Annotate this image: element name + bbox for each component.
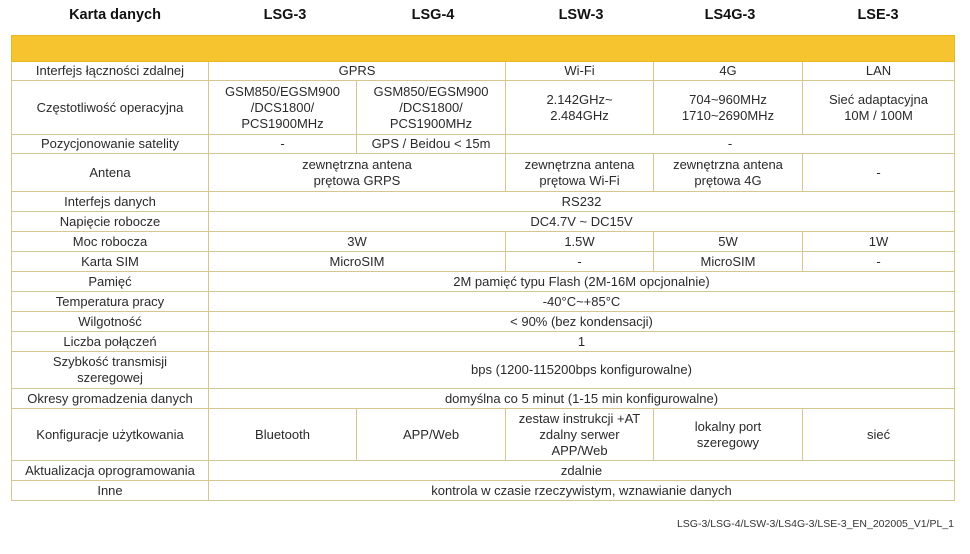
cell: MicroSIM — [653, 251, 803, 272]
cell: 4G — [653, 61, 803, 81]
row-label: Szybkość transmisji szeregowej — [11, 351, 209, 389]
cell: - — [801, 153, 956, 192]
cell: GSM850/EGSM900 /DCS1800/ PCS1900MHz — [356, 80, 506, 135]
table-row: Pozycjonowanie satelity - GPS / Beidou <… — [11, 134, 956, 154]
cell: - — [504, 134, 956, 154]
cell: Wi-Fi — [505, 61, 654, 81]
cell: 2.142GHz~ 2.484GHz — [505, 80, 654, 135]
cell: GSM850/EGSM900 /DCS1800/ PCS1900MHz — [208, 80, 357, 135]
cell: 5W — [653, 231, 803, 252]
cell: 1.5W — [505, 231, 654, 252]
row-label: Interfejs danych — [11, 191, 209, 212]
row-label: Liczba połączeń — [11, 331, 209, 352]
table-row: Wilgotność < 90% (bez kondensacji) — [11, 311, 956, 332]
row-label: Częstotliwość operacyjna — [11, 80, 209, 135]
table-row: Szybkość transmisji szeregowej bps (1200… — [11, 351, 956, 389]
table-row: Temperatura pracy -40°C~+85°C — [11, 291, 956, 312]
row-label: Okresy gromadzenia danych — [11, 388, 209, 409]
cell: DC4.7V ~ DC15V — [207, 211, 956, 232]
table-row: Okresy gromadzenia danych domyślna co 5 … — [11, 388, 956, 409]
cell: zewnętrzna antena prętowa 4G — [653, 153, 803, 192]
cell: GPRS — [208, 61, 506, 81]
cell: MicroSIM — [208, 251, 506, 272]
header-row: Karta danych LSG-3 LSG-4 LSW-3 LS4G-3 LS… — [0, 0, 970, 32]
table-row: Interfejs łączności zdalnej GPRS Wi-Fi 4… — [11, 61, 956, 81]
cell: domyślna co 5 minut (1-15 min konfigurow… — [207, 388, 956, 409]
table-row: Karta SIM MicroSIM - MicroSIM - — [11, 251, 956, 272]
header-lsg3: LSG-3 — [263, 7, 307, 23]
document-footer-code: LSG-3/LSG-4/LSW-3/LS4G-3/LSE-3_EN_202005… — [676, 518, 954, 530]
header-karta-danych: Karta danych — [69, 7, 161, 23]
row-label: Temperatura pracy — [11, 291, 209, 312]
table-row: Liczba połączeń 1 — [11, 331, 956, 352]
cell: lokalny port szeregowy — [653, 408, 803, 461]
cell: GPS / Beidou < 15m — [356, 134, 506, 154]
cell: kontrola w czasie rzeczywistym, wznawian… — [207, 480, 956, 501]
cell: -40°C~+85°C — [207, 291, 956, 312]
cell: zewnętrzna antena prętowa GRPS — [208, 153, 506, 192]
header-lsg4: LSG-4 — [411, 7, 455, 23]
table-row: Inne kontrola w czasie rzeczywistym, wzn… — [11, 480, 956, 501]
row-label: Inne — [11, 480, 209, 501]
cell: zdalnie — [207, 460, 956, 481]
cell: 3W — [208, 231, 506, 252]
cell: LAN — [801, 61, 956, 81]
cell: Sieć adaptacyjna 10M / 100M — [801, 80, 956, 135]
cell: bps (1200-115200bps konfigurowalne) — [207, 351, 956, 389]
row-label: Antena — [11, 153, 209, 192]
row-label: Interfejs łączności zdalnej — [11, 61, 209, 81]
row-label: Aktualizacja oprogramowania — [11, 460, 209, 481]
table-row: Aktualizacja oprogramowania zdalnie — [11, 460, 956, 481]
row-label: Karta SIM — [11, 251, 209, 272]
table-row: Pamięć 2M pamięć typu Flash (2M-16M opcj… — [11, 271, 956, 292]
table-row: Częstotliwość operacyjna GSM850/EGSM900 … — [11, 80, 956, 135]
cell: - — [801, 251, 956, 272]
row-label: Moc robocza — [11, 231, 209, 252]
table-row: Moc robocza 3W 1.5W 5W 1W — [11, 231, 956, 252]
cell: < 90% (bez kondensacji) — [207, 311, 956, 332]
cell: Bluetooth — [208, 408, 357, 461]
cell: - — [208, 134, 357, 154]
cell: RS232 — [207, 191, 956, 212]
cell: zestaw instrukcji +AT zdalny serwer APP/… — [505, 408, 654, 461]
table-row: Napięcie robocze DC4.7V ~ DC15V — [11, 211, 956, 232]
header-lsw3: LSW-3 — [558, 7, 604, 23]
spec-table: Interfejs łączności zdalnej GPRS Wi-Fi 4… — [10, 35, 956, 501]
header-ls4g3: LS4G-3 — [704, 7, 756, 23]
row-label: Wilgotność — [11, 311, 209, 332]
table-row: Konfiguracje użytkowania Bluetooth APP/W… — [11, 408, 956, 461]
cell: 1 — [207, 331, 956, 352]
table-row: Interfejs danych RS232 — [11, 191, 956, 212]
cell: sieć — [801, 408, 956, 461]
cell: 704~960MHz 1710~2690MHz — [653, 80, 803, 135]
cell: 2M pamięć typu Flash (2M-16M opcjonalnie… — [207, 271, 956, 292]
table-row: Antena zewnętrzna antena prętowa GRPS ze… — [11, 153, 956, 192]
accent-band — [10, 35, 956, 62]
row-label: Konfiguracje użytkowania — [11, 408, 209, 461]
row-label: Pamięć — [11, 271, 209, 292]
header-lse3: LSE-3 — [857, 7, 899, 23]
cell: zewnętrzna antena prętowa Wi-Fi — [505, 153, 654, 192]
cell: 1W — [801, 231, 956, 252]
row-label: Napięcie robocze — [11, 211, 209, 232]
cell: - — [505, 251, 654, 272]
row-label: Pozycjonowanie satelity — [11, 134, 209, 154]
cell: APP/Web — [356, 408, 506, 461]
